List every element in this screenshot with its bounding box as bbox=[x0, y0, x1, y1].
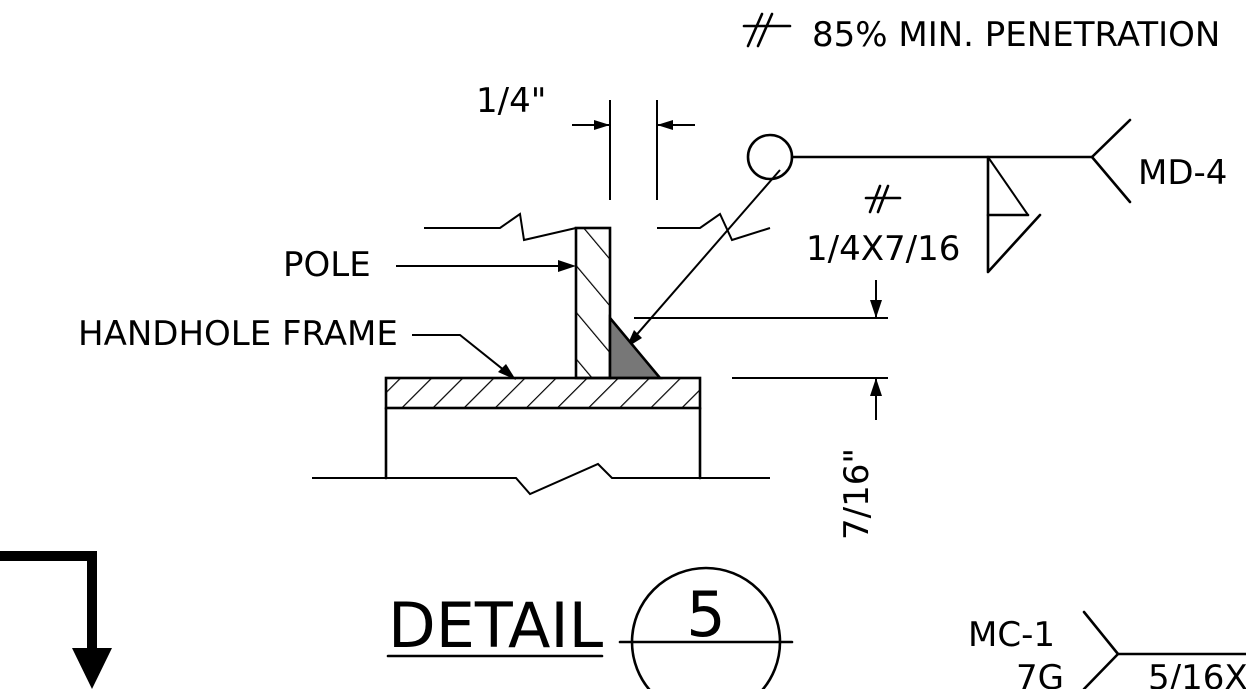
handhole-frame-plate bbox=[384, 376, 702, 410]
penetration-symbol-icon bbox=[742, 12, 792, 48]
handhole-frame-label-group: HANDHOLE FRAME bbox=[78, 314, 516, 380]
weld-tail-bottom-chevron-icon bbox=[1082, 610, 1246, 689]
detail-number: 5 bbox=[686, 578, 725, 651]
weld-code-top: MD-4 bbox=[1138, 153, 1227, 193]
weld-code-bottom-sub: 7G bbox=[1016, 658, 1064, 689]
detail-number-bubble bbox=[618, 566, 794, 689]
fillet-weld-triangle-icon bbox=[986, 155, 1042, 274]
quarter-inch-dimension-lines bbox=[572, 100, 695, 200]
weld-size: 1/4X7/16 bbox=[806, 229, 960, 269]
quarter-inch-dimension: 1/4" bbox=[476, 81, 546, 121]
pole-label-group: POLE bbox=[283, 245, 576, 285]
section-cut-arrow-icon bbox=[0, 551, 112, 689]
weld-penetration-symbol-icon bbox=[864, 184, 902, 214]
pole-wall bbox=[574, 226, 612, 380]
weld-code-bottom: MC-1 bbox=[968, 615, 1055, 655]
weld-tail-chevron-icon bbox=[1090, 118, 1132, 204]
seven-sixteenths-dimension: 7/16" bbox=[837, 448, 877, 540]
weld-size-bottom: 5/16X bbox=[1148, 658, 1246, 689]
weld-height-dimension-lines bbox=[634, 280, 888, 420]
pole-label: POLE bbox=[283, 245, 371, 285]
handhole-frame-label: HANDHOLE FRAME bbox=[78, 314, 398, 354]
fillet-weld-bead bbox=[608, 314, 663, 380]
weld-all-around-circle-icon bbox=[746, 133, 794, 181]
penetration-note: 85% MIN. PENETRATION bbox=[812, 15, 1220, 55]
handhole-frame-body bbox=[312, 406, 770, 496]
detail-title: DETAIL bbox=[388, 589, 604, 662]
